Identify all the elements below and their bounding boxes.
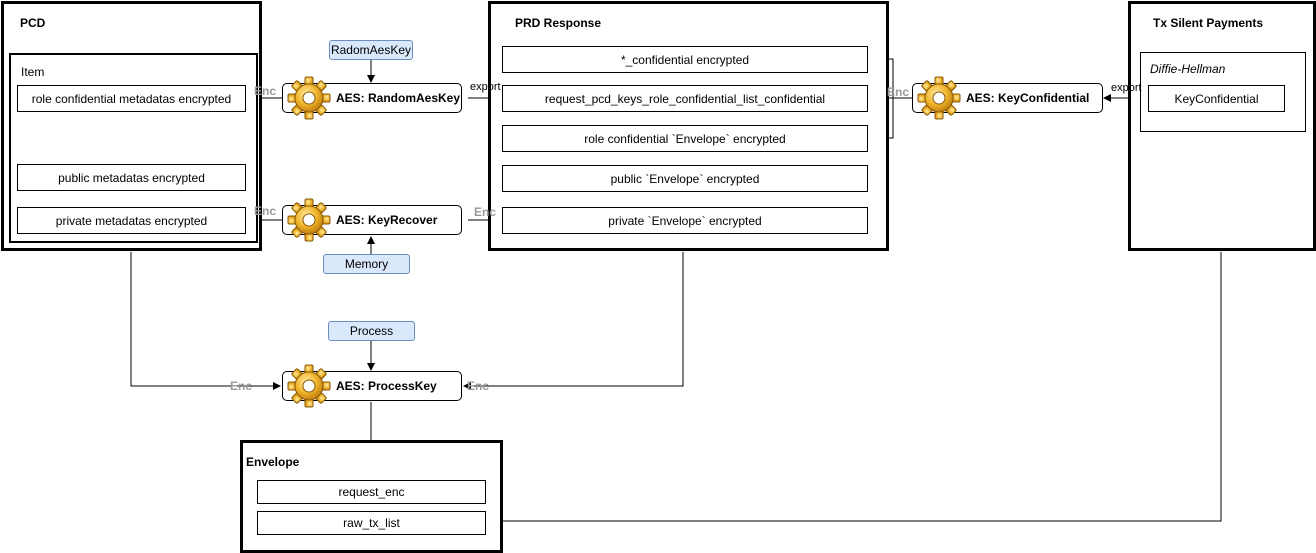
pcd-field-private-metadatas: private metadatas encrypted [17, 207, 246, 234]
aes-process-node: AES: ProcessKey [282, 371, 462, 401]
prd-field-confidential-encrypted: *_confidential encrypted [502, 46, 868, 73]
aes-recover-node: AES: KeyRecover [282, 205, 462, 235]
envelope-field-raw-tx-list: raw_tx_list [257, 511, 486, 535]
prd-title: PRD Response [515, 16, 602, 30]
dh-container: Diffie-Hellman [1140, 52, 1306, 132]
edge-tx-to-raw-tx-list [477, 252, 1222, 525]
prd-field-role-envelope: role confidential `Envelope` encrypted [502, 125, 868, 152]
aes-random-label: AES: RandomAesKey [336, 91, 461, 105]
enc-label-process-right: Enc [467, 379, 490, 393]
gear-icon [287, 364, 331, 408]
envelope-title: Envelope [246, 455, 300, 469]
prd-field-public-envelope: public `Envelope` encrypted [502, 165, 868, 192]
aes-recover-label: AES: KeyRecover [336, 213, 438, 227]
export-label-confidential: export [1111, 82, 1142, 94]
aes-process-label: AES: ProcessKey [336, 379, 437, 393]
aes-confidential-label: AES: KeyConfidential [966, 91, 1090, 105]
edge-pcd-to-aes-process [130, 252, 281, 390]
enc-label-process-left: Enc [230, 379, 253, 393]
dh-title: Diffie-Hellman [1150, 62, 1226, 76]
aes-confidential-node: AES: KeyConfidential [912, 83, 1103, 113]
gear-icon [287, 198, 331, 242]
enc-label-recover-right: Enc [474, 205, 497, 219]
source-memory: Memory [323, 254, 410, 274]
enc-label-confidential: Enc [887, 85, 910, 99]
item-title: Item [21, 65, 45, 79]
export-label-random: export [470, 81, 501, 93]
prd-field-private-envelope: private `Envelope` encrypted [502, 207, 868, 234]
dh-field-keyconfidential: KeyConfidential [1148, 85, 1285, 112]
enc-label-recover-left: Enc [254, 204, 277, 218]
item-container: Item [9, 53, 258, 243]
source-random-aes-key: RadomAesKey [329, 40, 413, 60]
source-process: Process [328, 321, 415, 341]
edge-prd-to-aes-process [463, 252, 684, 390]
pcd-field-role-metadatas: role confidential metadatas encrypted [17, 85, 246, 112]
gear-icon [917, 76, 961, 120]
prd-field-request-pcd-keys: request_pcd_keys_role_confidential_list_… [502, 85, 868, 112]
envelope-field-request-enc: request_enc [257, 480, 486, 504]
gear-icon [287, 76, 331, 120]
pcd-title: PCD [20, 16, 46, 30]
enc-label-random-left: Enc [254, 84, 277, 98]
tx-container: Tx Silent Payments Diffie-Hellman [1128, 1, 1316, 251]
pcd-field-public-metadatas: public metadatas encrypted [17, 164, 246, 191]
aes-random-node: AES: RandomAesKey [282, 83, 462, 113]
tx-title: Tx Silent Payments [1153, 16, 1264, 30]
